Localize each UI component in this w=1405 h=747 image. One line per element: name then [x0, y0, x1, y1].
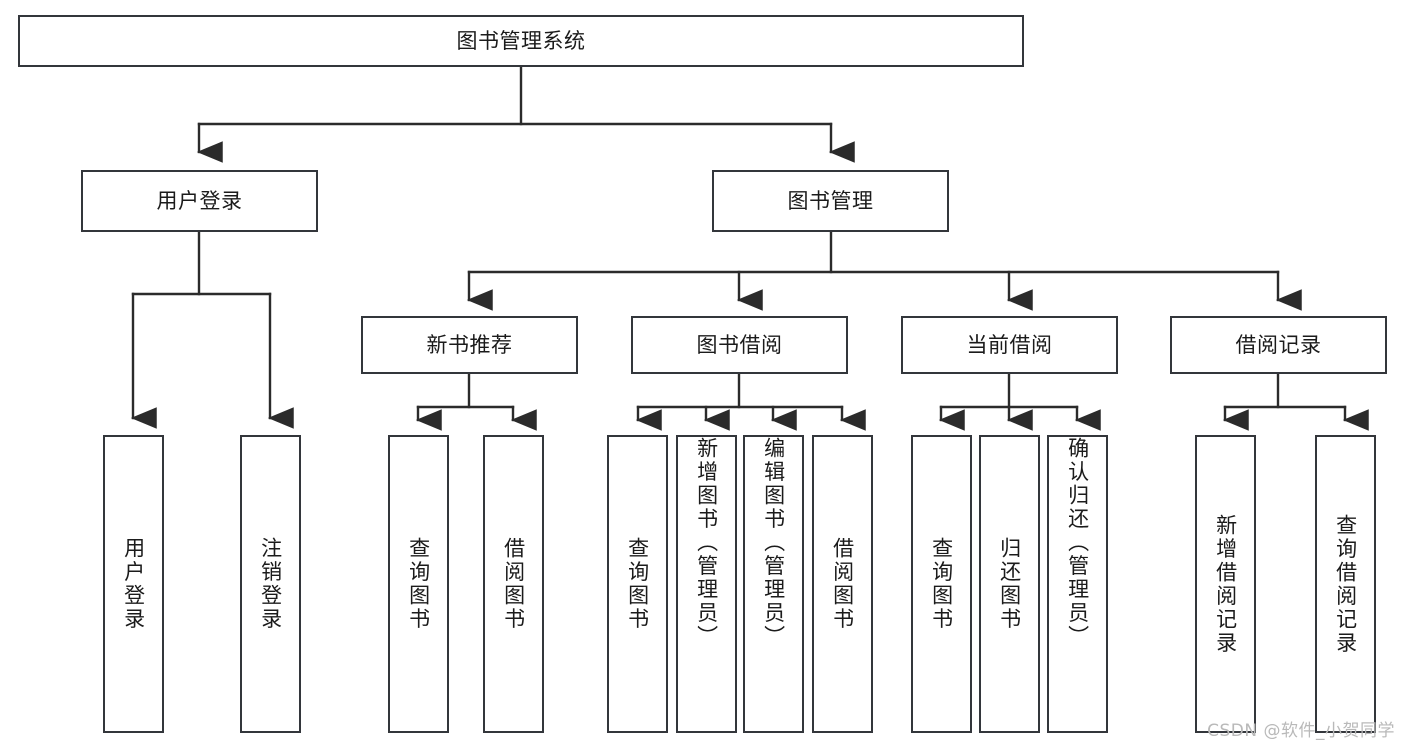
node-root-label: 图书管理系统 — [456, 28, 586, 53]
node-user-login[interactable]: 用户登录 — [81, 170, 318, 232]
node-leaf-return-book[interactable]: 归还图书 — [979, 435, 1040, 733]
node-leaf-confirm-return-label: 确认归还（管理员） — [1065, 437, 1090, 649]
node-leaf-query-record-label: 查询借阅记录 — [1333, 513, 1358, 655]
node-leaf-add-book-label: 新增图书（管理员） — [694, 437, 719, 649]
node-leaf-add-book[interactable]: 新增图书（管理员） — [676, 435, 737, 733]
node-leaf-borrow-book-1-label: 借阅图书 — [501, 537, 526, 631]
node-leaf-user-login-label: 用户登录 — [121, 537, 146, 631]
node-leaf-confirm-return[interactable]: 确认归还（管理员） — [1047, 435, 1108, 733]
node-leaf-add-record[interactable]: 新增借阅记录 — [1195, 435, 1256, 733]
node-leaf-query-book-2-label: 查询图书 — [625, 537, 650, 631]
node-leaf-query-book-3[interactable]: 查询图书 — [911, 435, 972, 733]
node-borrow-record-label: 借阅记录 — [1235, 332, 1322, 357]
watermark: CSDN @软件_小贺同学 — [1207, 721, 1395, 741]
node-leaf-return-book-label: 归还图书 — [997, 537, 1022, 631]
node-leaf-query-book-2[interactable]: 查询图书 — [607, 435, 668, 733]
node-book-borrow-label: 图书借阅 — [696, 332, 783, 357]
node-book-manage[interactable]: 图书管理 — [712, 170, 949, 232]
node-leaf-query-record[interactable]: 查询借阅记录 — [1315, 435, 1376, 733]
node-leaf-user-login[interactable]: 用户登录 — [103, 435, 164, 733]
node-leaf-user-logout-label: 注销登录 — [258, 537, 283, 631]
node-leaf-borrow-book-1[interactable]: 借阅图书 — [483, 435, 544, 733]
node-book-borrow[interactable]: 图书借阅 — [631, 316, 848, 374]
node-leaf-edit-book-label: 编辑图书（管理员） — [761, 437, 786, 649]
node-book-manage-label: 图书管理 — [787, 188, 874, 213]
node-new-book-recommend[interactable]: 新书推荐 — [361, 316, 578, 374]
node-new-book-recommend-label: 新书推荐 — [426, 332, 513, 357]
node-root[interactable]: 图书管理系统 — [18, 15, 1024, 67]
node-leaf-query-book-3-label: 查询图书 — [929, 537, 954, 631]
node-leaf-edit-book[interactable]: 编辑图书（管理员） — [743, 435, 804, 733]
node-current-borrow-label: 当前借阅 — [966, 332, 1053, 357]
node-leaf-borrow-book-2[interactable]: 借阅图书 — [812, 435, 873, 733]
node-leaf-borrow-book-2-label: 借阅图书 — [830, 537, 855, 631]
node-user-login-label: 用户登录 — [156, 188, 243, 213]
node-leaf-user-logout[interactable]: 注销登录 — [240, 435, 301, 733]
node-current-borrow[interactable]: 当前借阅 — [901, 316, 1118, 374]
node-leaf-add-record-label: 新增借阅记录 — [1213, 513, 1238, 655]
node-leaf-query-book-1[interactable]: 查询图书 — [388, 435, 449, 733]
node-leaf-query-book-1-label: 查询图书 — [406, 537, 431, 631]
node-borrow-record[interactable]: 借阅记录 — [1170, 316, 1387, 374]
